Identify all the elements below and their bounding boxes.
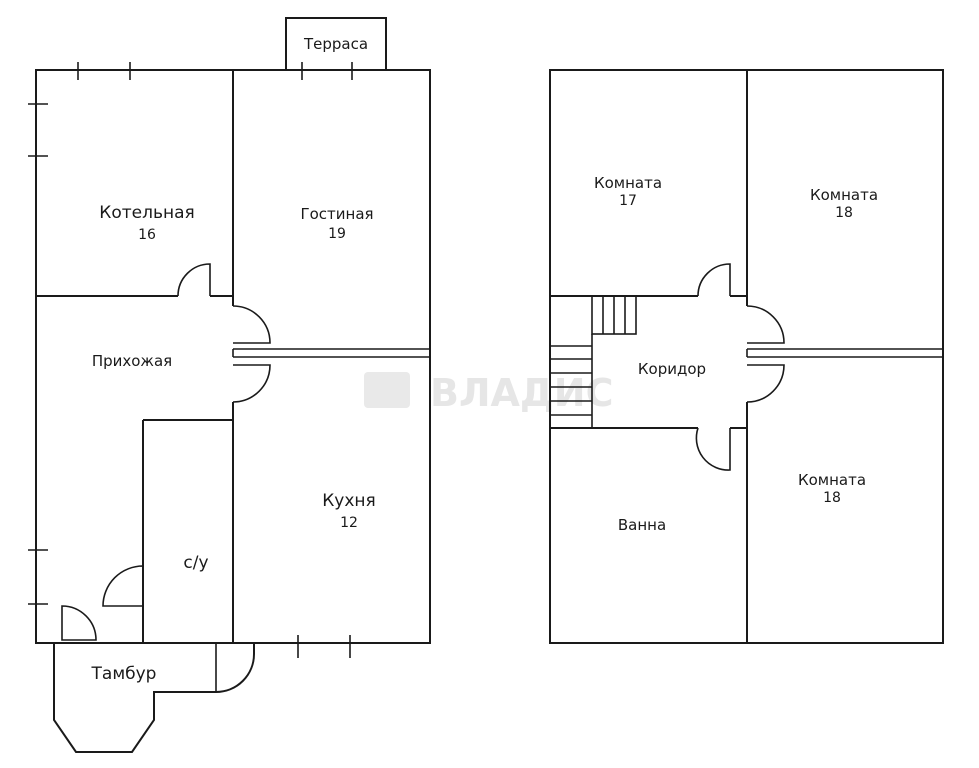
wc-label: с/у <box>183 553 208 573</box>
watermark-text: ВЛАДИС <box>430 371 613 415</box>
door-room-18-top <box>746 305 785 344</box>
room-17-area: 17 <box>619 193 637 209</box>
bath-label: Ванна <box>618 516 666 534</box>
kitchen-label: Кухня <box>322 491 376 511</box>
room-18-top-label: Комната <box>810 186 878 204</box>
vestibule-outline <box>53 643 255 753</box>
door-boiler <box>177 263 211 297</box>
floor-1: Терраса Котельная 16 Гостиная 19 Прихожа… <box>28 17 431 753</box>
door-room-17 <box>697 263 731 297</box>
door-vestibule <box>61 605 97 641</box>
watermark: ВЛАДИС <box>364 371 613 415</box>
staircase <box>550 295 637 428</box>
door-bath <box>695 427 731 471</box>
door-wc <box>102 565 144 607</box>
kitchen-area: 12 <box>340 515 358 531</box>
room-17-label: Комната <box>594 174 662 192</box>
boiler-room-label: Котельная <box>99 203 194 223</box>
room-18-bottom-area: 18 <box>823 490 841 506</box>
door-kitchen <box>232 364 271 403</box>
door-living <box>232 305 271 344</box>
corridor-label: Коридор <box>638 360 706 378</box>
room-18-top-area: 18 <box>835 205 853 221</box>
boiler-room-area: 16 <box>138 227 156 243</box>
hallway-label: Прихожая <box>92 352 172 370</box>
door-room-18-bottom <box>746 364 785 403</box>
vestibule-label: Тамбур <box>91 664 157 684</box>
terrace-label: Терраса <box>303 35 368 53</box>
floor-2: Комната 17 Комната 18 Коридор Ванна Комн… <box>549 69 944 644</box>
living-room-label: Гостиная <box>300 205 373 223</box>
living-room-area: 19 <box>328 226 346 242</box>
room-18-bottom-label: Комната <box>798 471 866 489</box>
